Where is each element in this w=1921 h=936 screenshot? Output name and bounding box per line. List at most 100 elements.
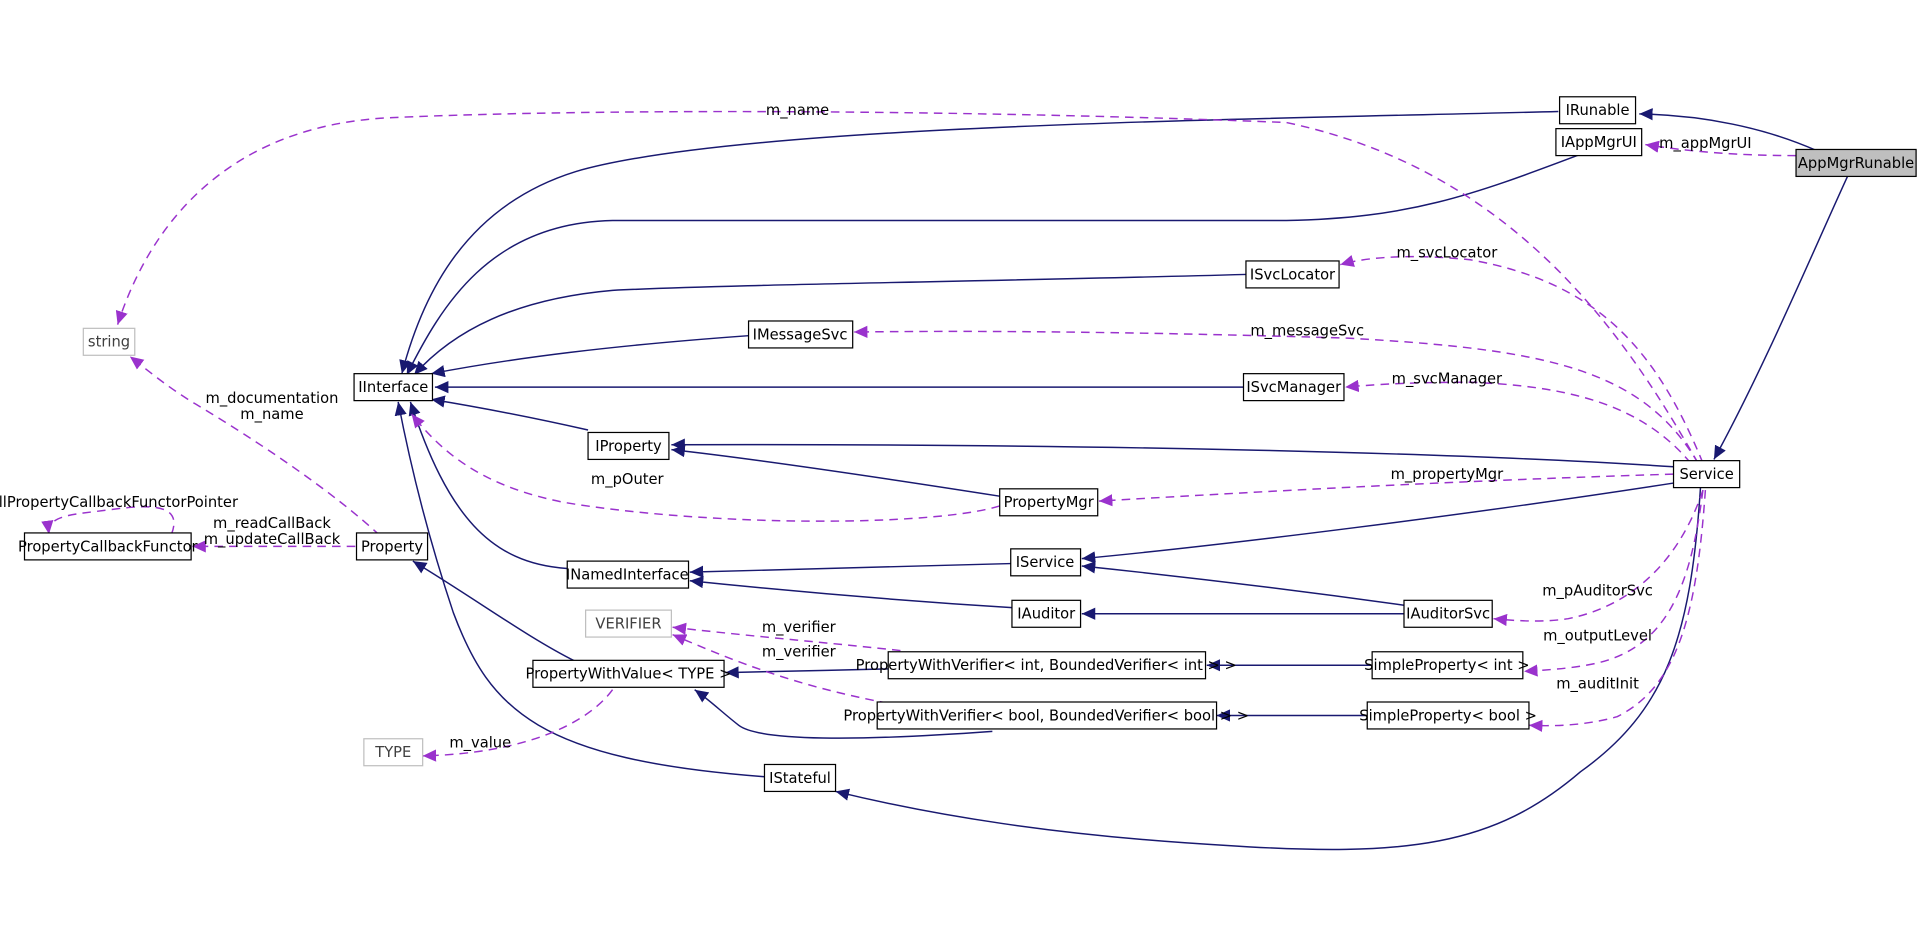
label-m-auditinit: m_auditInit <box>1556 676 1639 693</box>
node-i-auditor-svc[interactable]: IAuditorSvc <box>1403 599 1493 628</box>
node-i-interface[interactable]: IInterface <box>353 373 434 402</box>
edge-iauditorsvc-to-iservice <box>1081 561 1405 606</box>
edge-pwvbool-to-pwv <box>694 689 993 739</box>
edge-imessagesvc-to-iinterface <box>431 334 749 378</box>
edge-apprunable-to-irunable <box>1639 108 1818 152</box>
svg-text:IRunable: IRunable <box>1566 102 1630 119</box>
edge-irunable-to-iinterface <box>399 110 1559 374</box>
svg-text:IMessageSvc: IMessageSvc <box>753 326 848 343</box>
svg-text:IAuditorSvc: IAuditorSvc <box>1406 606 1490 623</box>
edge-m-value <box>422 689 614 762</box>
svg-text:IService: IService <box>1016 554 1075 571</box>
edge-service-to-iproperty <box>671 438 1674 468</box>
node-i-named-interface[interactable]: INamedInterface <box>566 560 690 589</box>
node-simple-property-int[interactable]: SimpleProperty< int > <box>1364 651 1530 680</box>
edge-m-verifier-2 <box>672 633 889 704</box>
svg-text:AppMgrRunable: AppMgrRunable <box>1798 155 1914 172</box>
svg-text:IStateful: IStateful <box>769 770 831 787</box>
label-m-verifier-2: m_verifier <box>762 644 837 661</box>
node-i-runable[interactable]: IRunable <box>1558 96 1637 125</box>
label-m-value: m_value <box>449 734 511 751</box>
svg-text:ISvcLocator: ISvcLocator <box>1250 266 1336 283</box>
edge-m-appmgrui <box>1645 140 1797 157</box>
node-i-service[interactable]: IService <box>1010 548 1082 577</box>
edge-pwv-to-property <box>412 560 577 663</box>
svg-text:IAppMgrUI: IAppMgrUI <box>1561 134 1637 151</box>
svg-text:PropertyWithVerifier< int, Bou: PropertyWithVerifier< int, BoundedVerifi… <box>856 657 1237 674</box>
svg-text:ISvcManager: ISvcManager <box>1246 379 1342 396</box>
edge-iauditor-to-inamedinterface <box>689 576 1013 609</box>
node-i-stateful[interactable]: IStateful <box>763 763 837 793</box>
label-m-documentation: m_documentation <box>206 390 339 407</box>
edge-m-name-top <box>115 110 1699 464</box>
node-verifier[interactable]: VERIFIER <box>584 609 672 638</box>
node-string[interactable]: string <box>82 327 136 356</box>
svg-text:TYPE: TYPE <box>374 744 411 761</box>
edge-iservice-to-inamedinterface <box>689 562 1011 578</box>
edge-pwvint-to-pwv <box>725 666 889 679</box>
node-property-mgr[interactable]: PropertyMgr <box>999 488 1099 517</box>
edge-null-callback-self <box>41 506 175 535</box>
edge-iappmgrui-to-iinterface <box>406 153 1581 376</box>
node-i-app-mgr-ui[interactable]: IAppMgrUI <box>1555 128 1643 157</box>
svg-text:IProperty: IProperty <box>595 438 662 455</box>
edge-apprunable-to-service <box>1713 176 1849 460</box>
node-service[interactable]: Service <box>1672 460 1741 489</box>
svg-text:SimpleProperty< bool >: SimpleProperty< bool > <box>1359 707 1537 724</box>
label-m-name-property: m_name <box>240 406 303 423</box>
usage-edges <box>41 110 1797 762</box>
label-m-readcallback: m_readCallBack <box>213 515 331 532</box>
node-app-mgr-runable[interactable]: AppMgrRunable <box>1795 148 1917 178</box>
edge-m-svclocator <box>1340 255 1704 464</box>
node-i-property[interactable]: IProperty <box>587 431 670 461</box>
edge-istateful-to-iinterface <box>394 401 765 778</box>
svg-text:INamedInterface: INamedInterface <box>566 566 689 583</box>
node-pwv-bool[interactable]: PropertyWithVerifier< bool, BoundedVerif… <box>843 701 1249 730</box>
label-m-pouter: m_pOuter <box>591 471 665 488</box>
node-property-with-value[interactable]: PropertyWithValue< TYPE > <box>526 659 732 688</box>
edge-propertymgr-to-iproperty <box>671 445 1000 497</box>
svg-text:IAuditor: IAuditor <box>1017 606 1076 623</box>
edge-inamedinterface-to-iinterface <box>408 401 568 570</box>
edge-m-pouter <box>411 413 1000 522</box>
node-i-message-svc[interactable]: IMessageSvc <box>747 320 854 349</box>
svg-text:VERIFIER: VERIFIER <box>595 615 661 632</box>
svg-text:Service: Service <box>1679 466 1733 483</box>
node-type[interactable]: TYPE <box>363 738 424 767</box>
label-m-verifier-1: m_verifier <box>762 619 837 636</box>
node-i-svc-manager[interactable]: ISvcManager <box>1242 373 1345 402</box>
svg-text:IInterface: IInterface <box>358 379 428 396</box>
edge-m-propertymgr <box>1098 473 1674 507</box>
edge-service-to-iservice <box>1081 481 1677 564</box>
inheritance-edges <box>394 108 1849 851</box>
svg-text:PropertyCallbackFunctor: PropertyCallbackFunctor <box>18 538 199 555</box>
edge-iproperty-to-iinterface <box>431 395 589 431</box>
svg-text:SimpleProperty< int >: SimpleProperty< int > <box>1364 657 1529 674</box>
node-pwv-int[interactable]: PropertyWithVerifier< int, BoundedVerifi… <box>856 651 1237 680</box>
edge-m-outputlevel <box>1524 489 1704 677</box>
svg-text:PropertyWithValue< TYPE >: PropertyWithValue< TYPE > <box>526 666 732 683</box>
svg-text:Property: Property <box>361 538 423 555</box>
edge-labels: m_name m_appMgrUI m_svcLocator m_message… <box>0 102 1752 751</box>
label-m-outputlevel: m_outputLevel <box>1543 628 1652 645</box>
svg-text:PropertyWithVerifier< bool, Bo: PropertyWithVerifier< bool, BoundedVerif… <box>843 707 1249 724</box>
label-m-svclocator: m_svcLocator <box>1396 244 1498 261</box>
label-m-propertymgr: m_propertyMgr <box>1391 466 1505 483</box>
svg-text:PropertyMgr: PropertyMgr <box>1004 494 1095 511</box>
label-m-pauditorsvc: m_pAuditorSvc <box>1542 582 1653 599</box>
edge-m-documentation-name <box>129 355 381 536</box>
edge-m-pauditorsvc <box>1493 489 1704 627</box>
label-m-appmgrui: m_appMgrUI <box>1659 135 1751 152</box>
node-i-svc-locator[interactable]: ISvcLocator <box>1245 260 1340 289</box>
node-i-auditor[interactable]: IAuditor <box>1011 599 1082 628</box>
node-simple-property-bool[interactable]: SimpleProperty< bool > <box>1359 701 1537 730</box>
label-m-svcmanager: m_svcManager <box>1392 370 1503 387</box>
node-property[interactable]: Property <box>355 532 429 561</box>
label-m-updatecallback: m_updateCallBack <box>204 531 341 548</box>
edge-m-verifier-1 <box>672 622 901 652</box>
edge-m-svcmanager <box>1345 379 1692 464</box>
node-property-callback-functor[interactable]: PropertyCallbackFunctor <box>18 532 199 561</box>
label-null-callback: nullPropertyCallbackFunctorPointer <box>0 494 239 511</box>
edge-m-messagesvc <box>853 325 1699 464</box>
